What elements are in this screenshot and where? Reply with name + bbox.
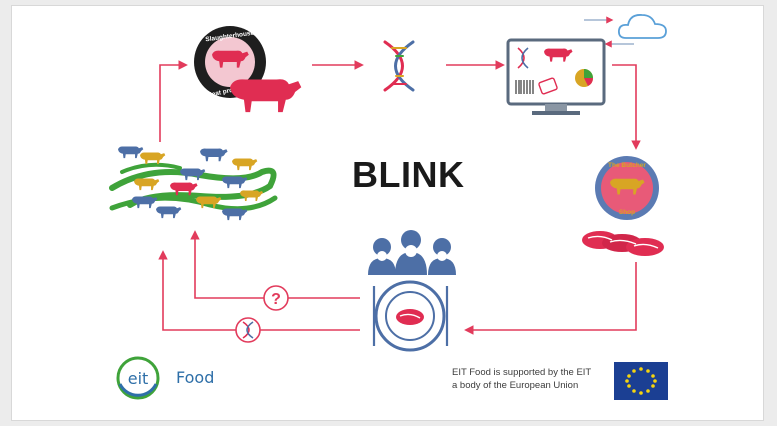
butcher-label: The Butcher [608, 162, 646, 169]
consumers-icon [368, 230, 456, 352]
eit-food-logo: eit [116, 356, 160, 400]
cloud-icon [617, 14, 667, 39]
eu-support-text: EIT Food is supported by the EIT a body … [452, 366, 591, 392]
arrow-herd-to-slaughterhouse [159, 60, 188, 142]
arrow-consumers-dna-to-herd [158, 250, 360, 331]
tag-icon [538, 77, 558, 95]
shop-label: Shop [619, 209, 635, 216]
monitor-icon [506, 38, 606, 115]
herd-field [109, 146, 278, 221]
barcode-icon [515, 80, 534, 94]
eu-support-line1: EIT Food is supported by the EIT [452, 367, 592, 378]
flow-arrows [158, 16, 641, 335]
eu-support-line2: a body of the European Union [452, 380, 579, 391]
dna-badge [235, 317, 261, 343]
eu-flag-icon [614, 362, 668, 400]
dna-icon [383, 40, 415, 92]
monitor-dna-icon [517, 47, 529, 69]
arrow-butcher-to-consumers [464, 262, 637, 335]
plate-icon [374, 280, 446, 352]
question-badge: ? [263, 285, 289, 311]
arrow-consumers-question-to-herd [190, 230, 360, 299]
question-mark: ? [271, 291, 281, 308]
eit-food-text: Food [176, 368, 215, 387]
arrow-monitor-to-butcher [612, 64, 641, 150]
person-icon [368, 230, 456, 275]
diagram-title: BLINK [352, 154, 465, 195]
steaks-icon [582, 231, 664, 256]
butcher-shop-badge: The Butcher Shop [595, 156, 659, 220]
eit-logo-text: eit [128, 369, 149, 388]
red-cow-icon [230, 79, 302, 113]
pie-chart-icon [575, 69, 593, 87]
